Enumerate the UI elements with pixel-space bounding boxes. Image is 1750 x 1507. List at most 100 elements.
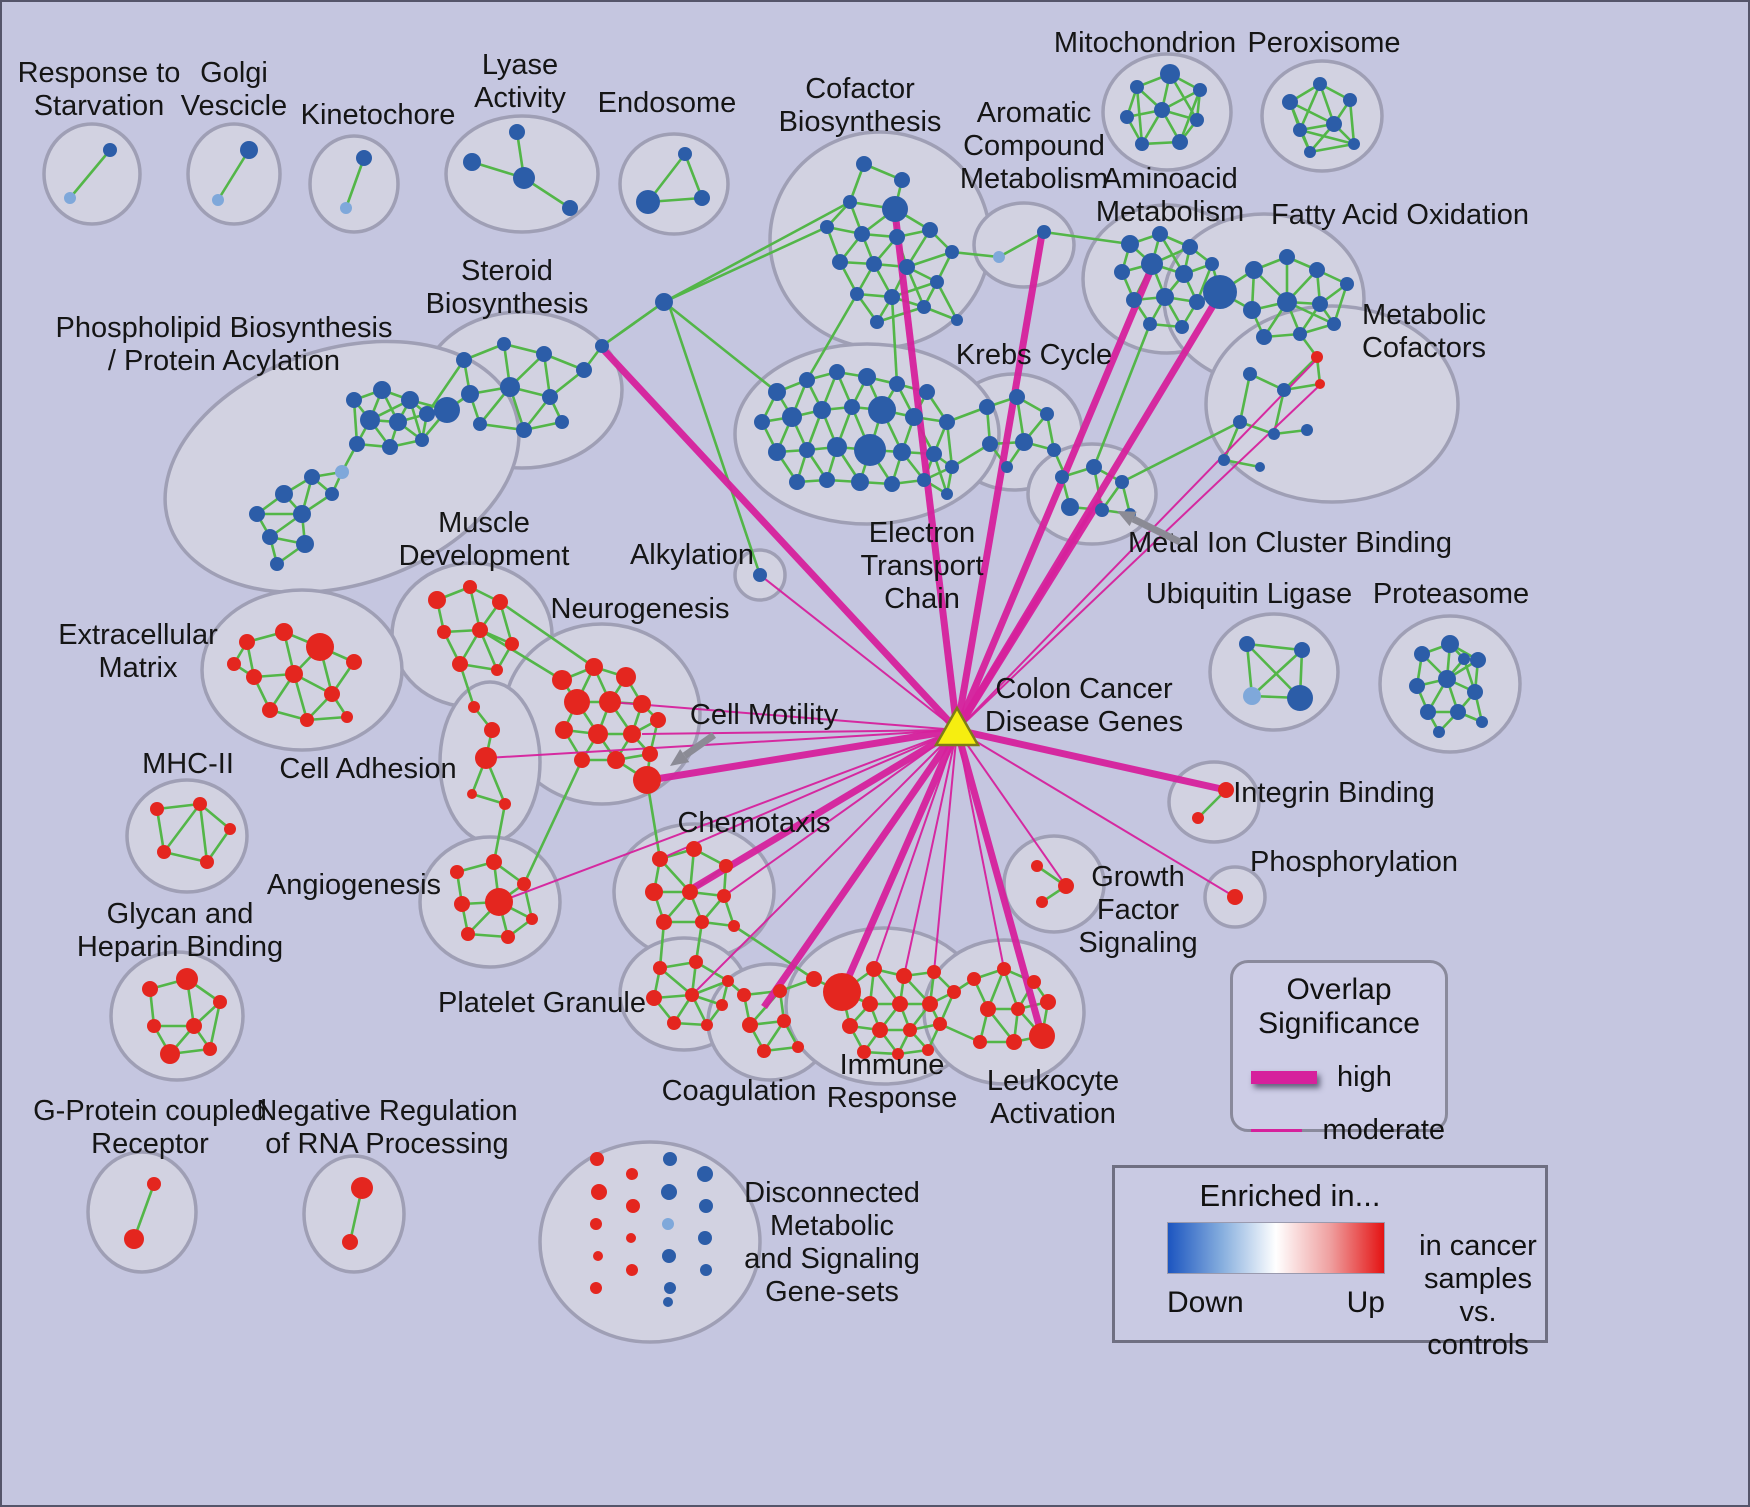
inter-cluster-edge	[668, 307, 762, 576]
gene-set-node	[917, 473, 931, 487]
gene-set-node	[1218, 782, 1234, 798]
gene-set-node	[973, 1035, 987, 1049]
disease-overlap-edge-high	[953, 233, 1046, 731]
gene-set-node	[293, 505, 311, 523]
gene-set-node	[588, 724, 608, 744]
gene-set-node	[212, 194, 224, 206]
gene-set-node	[1015, 433, 1033, 451]
gradient-caption-line3: vs. controls	[1427, 1296, 1529, 1361]
gene-set-node	[813, 401, 831, 419]
cluster-label-cell-adhesion: Cell Adhesion	[279, 753, 456, 785]
cluster-label-kinetochore: Kinetochore	[301, 99, 456, 131]
disease-overlap-edge-high	[761, 727, 960, 1010]
cluster-label-electron-transport-chain: Transport	[860, 550, 983, 582]
gene-set-node	[239, 634, 255, 650]
gene-set-node	[296, 535, 314, 553]
intra-cluster-edge	[998, 230, 1045, 259]
gene-set-node	[884, 476, 900, 492]
gene-set-node	[103, 143, 117, 157]
gene-set-node	[1006, 1034, 1022, 1050]
gene-set-node	[342, 1234, 358, 1250]
gene-set-node	[616, 667, 636, 687]
intra-cluster-edge	[1299, 128, 1355, 146]
inter-cluster-edge	[663, 200, 851, 304]
gene-set-node	[486, 854, 502, 870]
gradient-bar	[1167, 1222, 1385, 1274]
inter-cluster-edge	[601, 300, 665, 348]
gene-set-node	[1268, 428, 1280, 440]
gene-set-node	[698, 1231, 712, 1245]
gene-set-node	[1279, 249, 1295, 265]
intra-cluster-edge	[163, 850, 208, 864]
gene-set-node	[662, 1218, 674, 1230]
gene-set-node	[585, 658, 603, 676]
legend-overlap-title: Overlap Significance	[1233, 973, 1445, 1041]
disease-association-edges	[485, 211, 1321, 1037]
gene-set-node	[884, 289, 900, 305]
gene-set-node	[716, 999, 728, 1011]
cluster-label-glycan-heparin-binding: Heparin Binding	[77, 931, 283, 963]
cluster-label-phosphorylation: Phosphorylation	[1250, 846, 1458, 878]
gene-set-node	[1055, 470, 1069, 484]
gene-set-node	[823, 973, 861, 1011]
gene-set-node	[719, 859, 733, 873]
gene-set-node	[1027, 975, 1041, 989]
gene-set-node	[491, 664, 503, 676]
cluster-label-leukocyte-activation: Activation	[990, 1098, 1116, 1130]
gene-set-node	[484, 722, 500, 738]
gene-set-node	[892, 1048, 904, 1060]
gene-set-node	[773, 984, 787, 998]
gene-set-node	[1115, 475, 1129, 489]
gene-set-node	[689, 955, 703, 969]
cluster-label-glycan-heparin-binding: Glycan and	[107, 898, 254, 930]
gene-set-node	[270, 557, 284, 571]
gene-set-node	[346, 654, 362, 670]
gene-set-node	[664, 1282, 676, 1294]
cluster-label-immune-response: Response	[827, 1082, 958, 1114]
gene-set-node	[1287, 685, 1313, 711]
gene-set-node	[850, 287, 864, 301]
cluster-ellipse-disconnected-gene-sets	[538, 1140, 762, 1344]
gene-set-node	[340, 202, 352, 214]
inter-cluster-edge	[1121, 420, 1241, 484]
disease-overlap-edge-high	[953, 265, 1156, 732]
gene-set-node	[697, 1166, 713, 1182]
gene-set-node	[892, 996, 908, 1012]
gene-set-node	[1218, 454, 1230, 466]
gene-set-node	[700, 1264, 712, 1276]
gene-set-node	[851, 473, 869, 491]
gene-set-node	[186, 1018, 202, 1034]
gene-set-node	[662, 1249, 676, 1263]
gene-set-node	[656, 914, 672, 930]
gene-set-node	[160, 1044, 180, 1064]
gene-set-node	[967, 972, 981, 986]
annotation-arrowhead	[1117, 511, 1137, 527]
gene-set-node	[157, 845, 171, 859]
gene-set-node	[866, 256, 882, 272]
gene-set-node	[893, 443, 911, 461]
gene-set-node	[717, 889, 731, 903]
gene-set-node	[463, 580, 477, 594]
gene-set-node	[1141, 253, 1163, 275]
gene-set-node	[351, 1177, 373, 1199]
gene-set-node	[980, 1001, 996, 1017]
gene-set-node	[1114, 264, 1130, 280]
gene-set-node	[1037, 225, 1051, 239]
gene-set-node	[485, 888, 513, 916]
gene-set-node	[945, 245, 959, 259]
cluster-label-extracellular-matrix: Extracellular	[58, 619, 218, 651]
gene-set-node	[922, 1044, 934, 1056]
gene-set-node	[1294, 642, 1310, 658]
disease-overlap-edge-moderate	[659, 729, 958, 860]
inter-cluster-edge	[663, 300, 778, 394]
cluster-label-aromatic-compound-metabolism: Metabolism	[960, 163, 1108, 195]
cluster-label-krebs-cycle: Krebs Cycle	[956, 339, 1112, 371]
gene-set-node	[979, 399, 995, 415]
intra-cluster-edge	[69, 149, 111, 199]
gene-set-node	[872, 1022, 888, 1038]
gene-set-node	[832, 254, 848, 270]
gene-set-node	[1203, 275, 1237, 309]
gene-set-node	[203, 1042, 217, 1056]
gene-set-node	[324, 686, 340, 702]
